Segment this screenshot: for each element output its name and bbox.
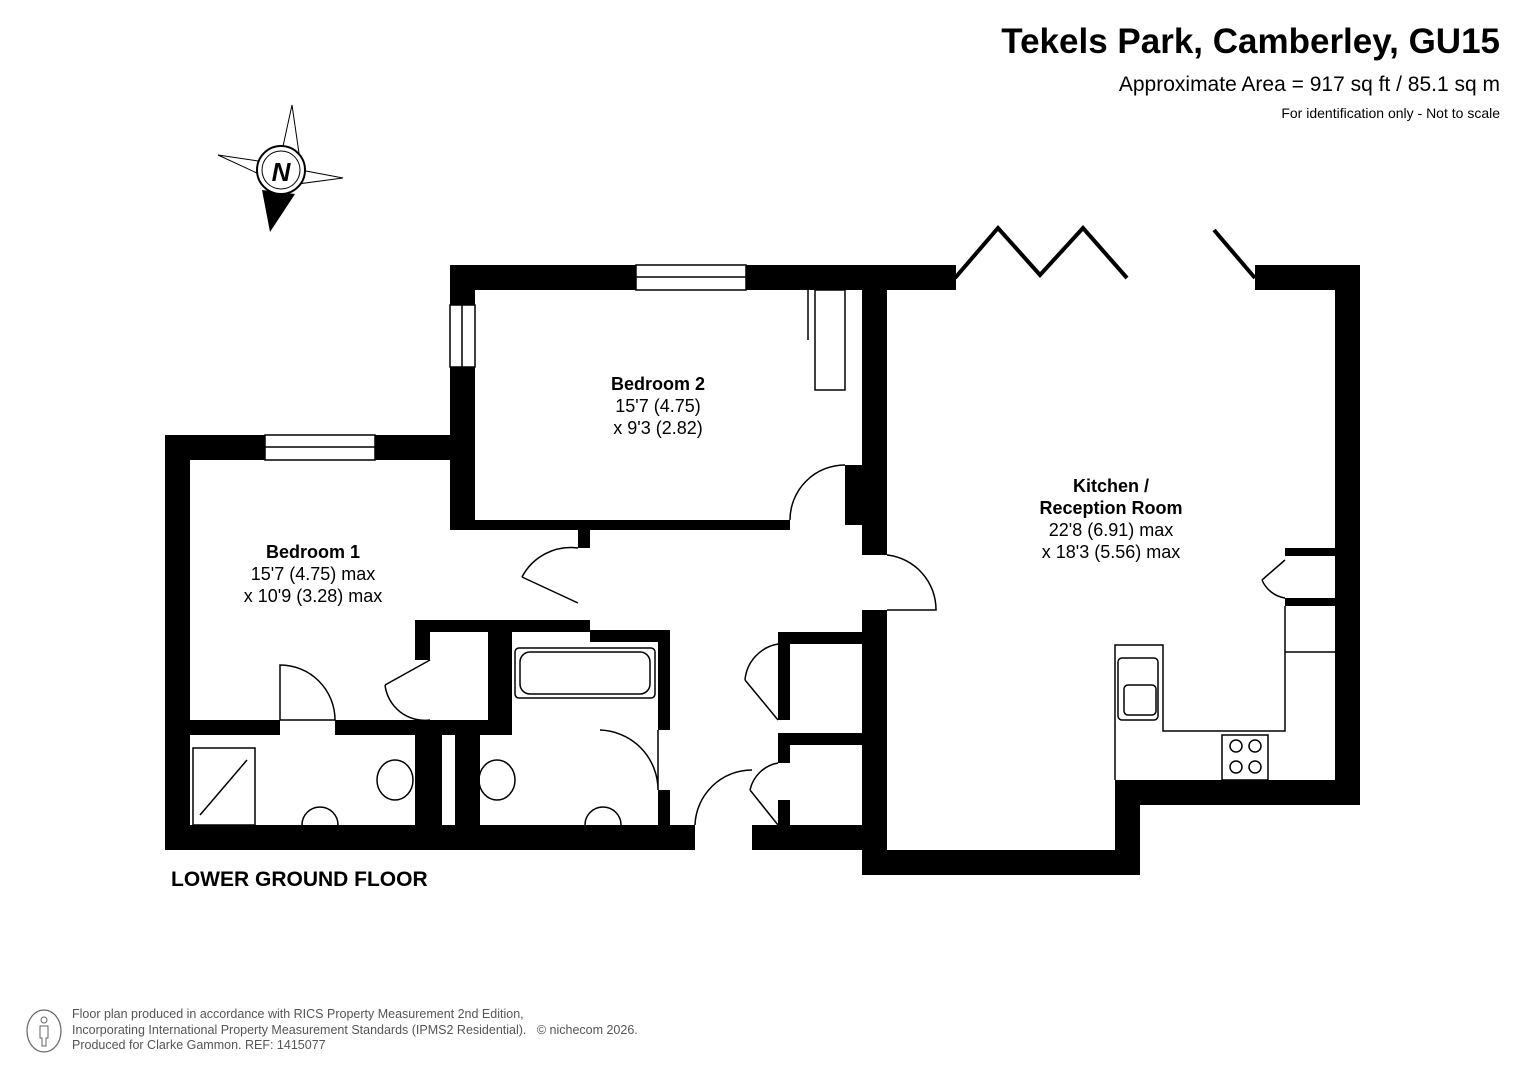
room-name: Bedroom 1 — [265, 542, 361, 562]
room-kitchen-reception: Kitchen / Reception Room 22'8 (6.91) max… — [1039, 475, 1182, 563]
scale-note: For identification only - Not to scale — [1281, 105, 1500, 121]
walls — [165, 265, 1360, 875]
person-icon — [26, 1009, 62, 1053]
room-bedroom-2: Bedroom 2 15'7 (4.75) x 9'3 (2.82) — [611, 373, 705, 439]
room-dimension: 22'8 (6.91) max — [1048, 520, 1174, 540]
room-name: Kitchen / — [1072, 476, 1150, 496]
room-dimension: x 10'9 (3.28) max — [243, 586, 383, 606]
compass-north-label: N — [272, 157, 292, 187]
room-bedroom-1: Bedroom 1 15'7 (4.75) max x 10'9 (3.28) … — [244, 541, 383, 607]
footer-line: Incorporating International Property Mea… — [72, 1022, 527, 1037]
room-dimension: x 9'3 (2.82) — [613, 418, 703, 438]
floor-label: LOWER GROUND FLOOR — [171, 868, 428, 891]
footer-line: Floor plan produced in accordance with R… — [72, 1007, 524, 1021]
footer: Floor plan produced in accordance with R… — [72, 1007, 638, 1054]
room-name: Bedroom 2 — [610, 374, 706, 394]
fixtures — [192, 224, 1335, 826]
room-dimension: x 18'3 (5.56) max — [1041, 542, 1181, 562]
room-dimension: 15'7 (4.75) max — [250, 564, 376, 584]
room-dimension: 15'7 (4.75) — [615, 396, 701, 416]
room-name: Reception Room — [1039, 498, 1183, 518]
page-title: Tekels Park, Camberley, GU15 — [1001, 22, 1500, 61]
compass-icon — [217, 104, 344, 232]
footer-line: Produced for Clarke Gammon. REF: 1415077 — [72, 1038, 326, 1052]
area-summary: Approximate Area = 917 sq ft / 85.1 sq m — [1118, 73, 1500, 96]
copyright: © nichecom 2026. — [536, 1022, 638, 1037]
